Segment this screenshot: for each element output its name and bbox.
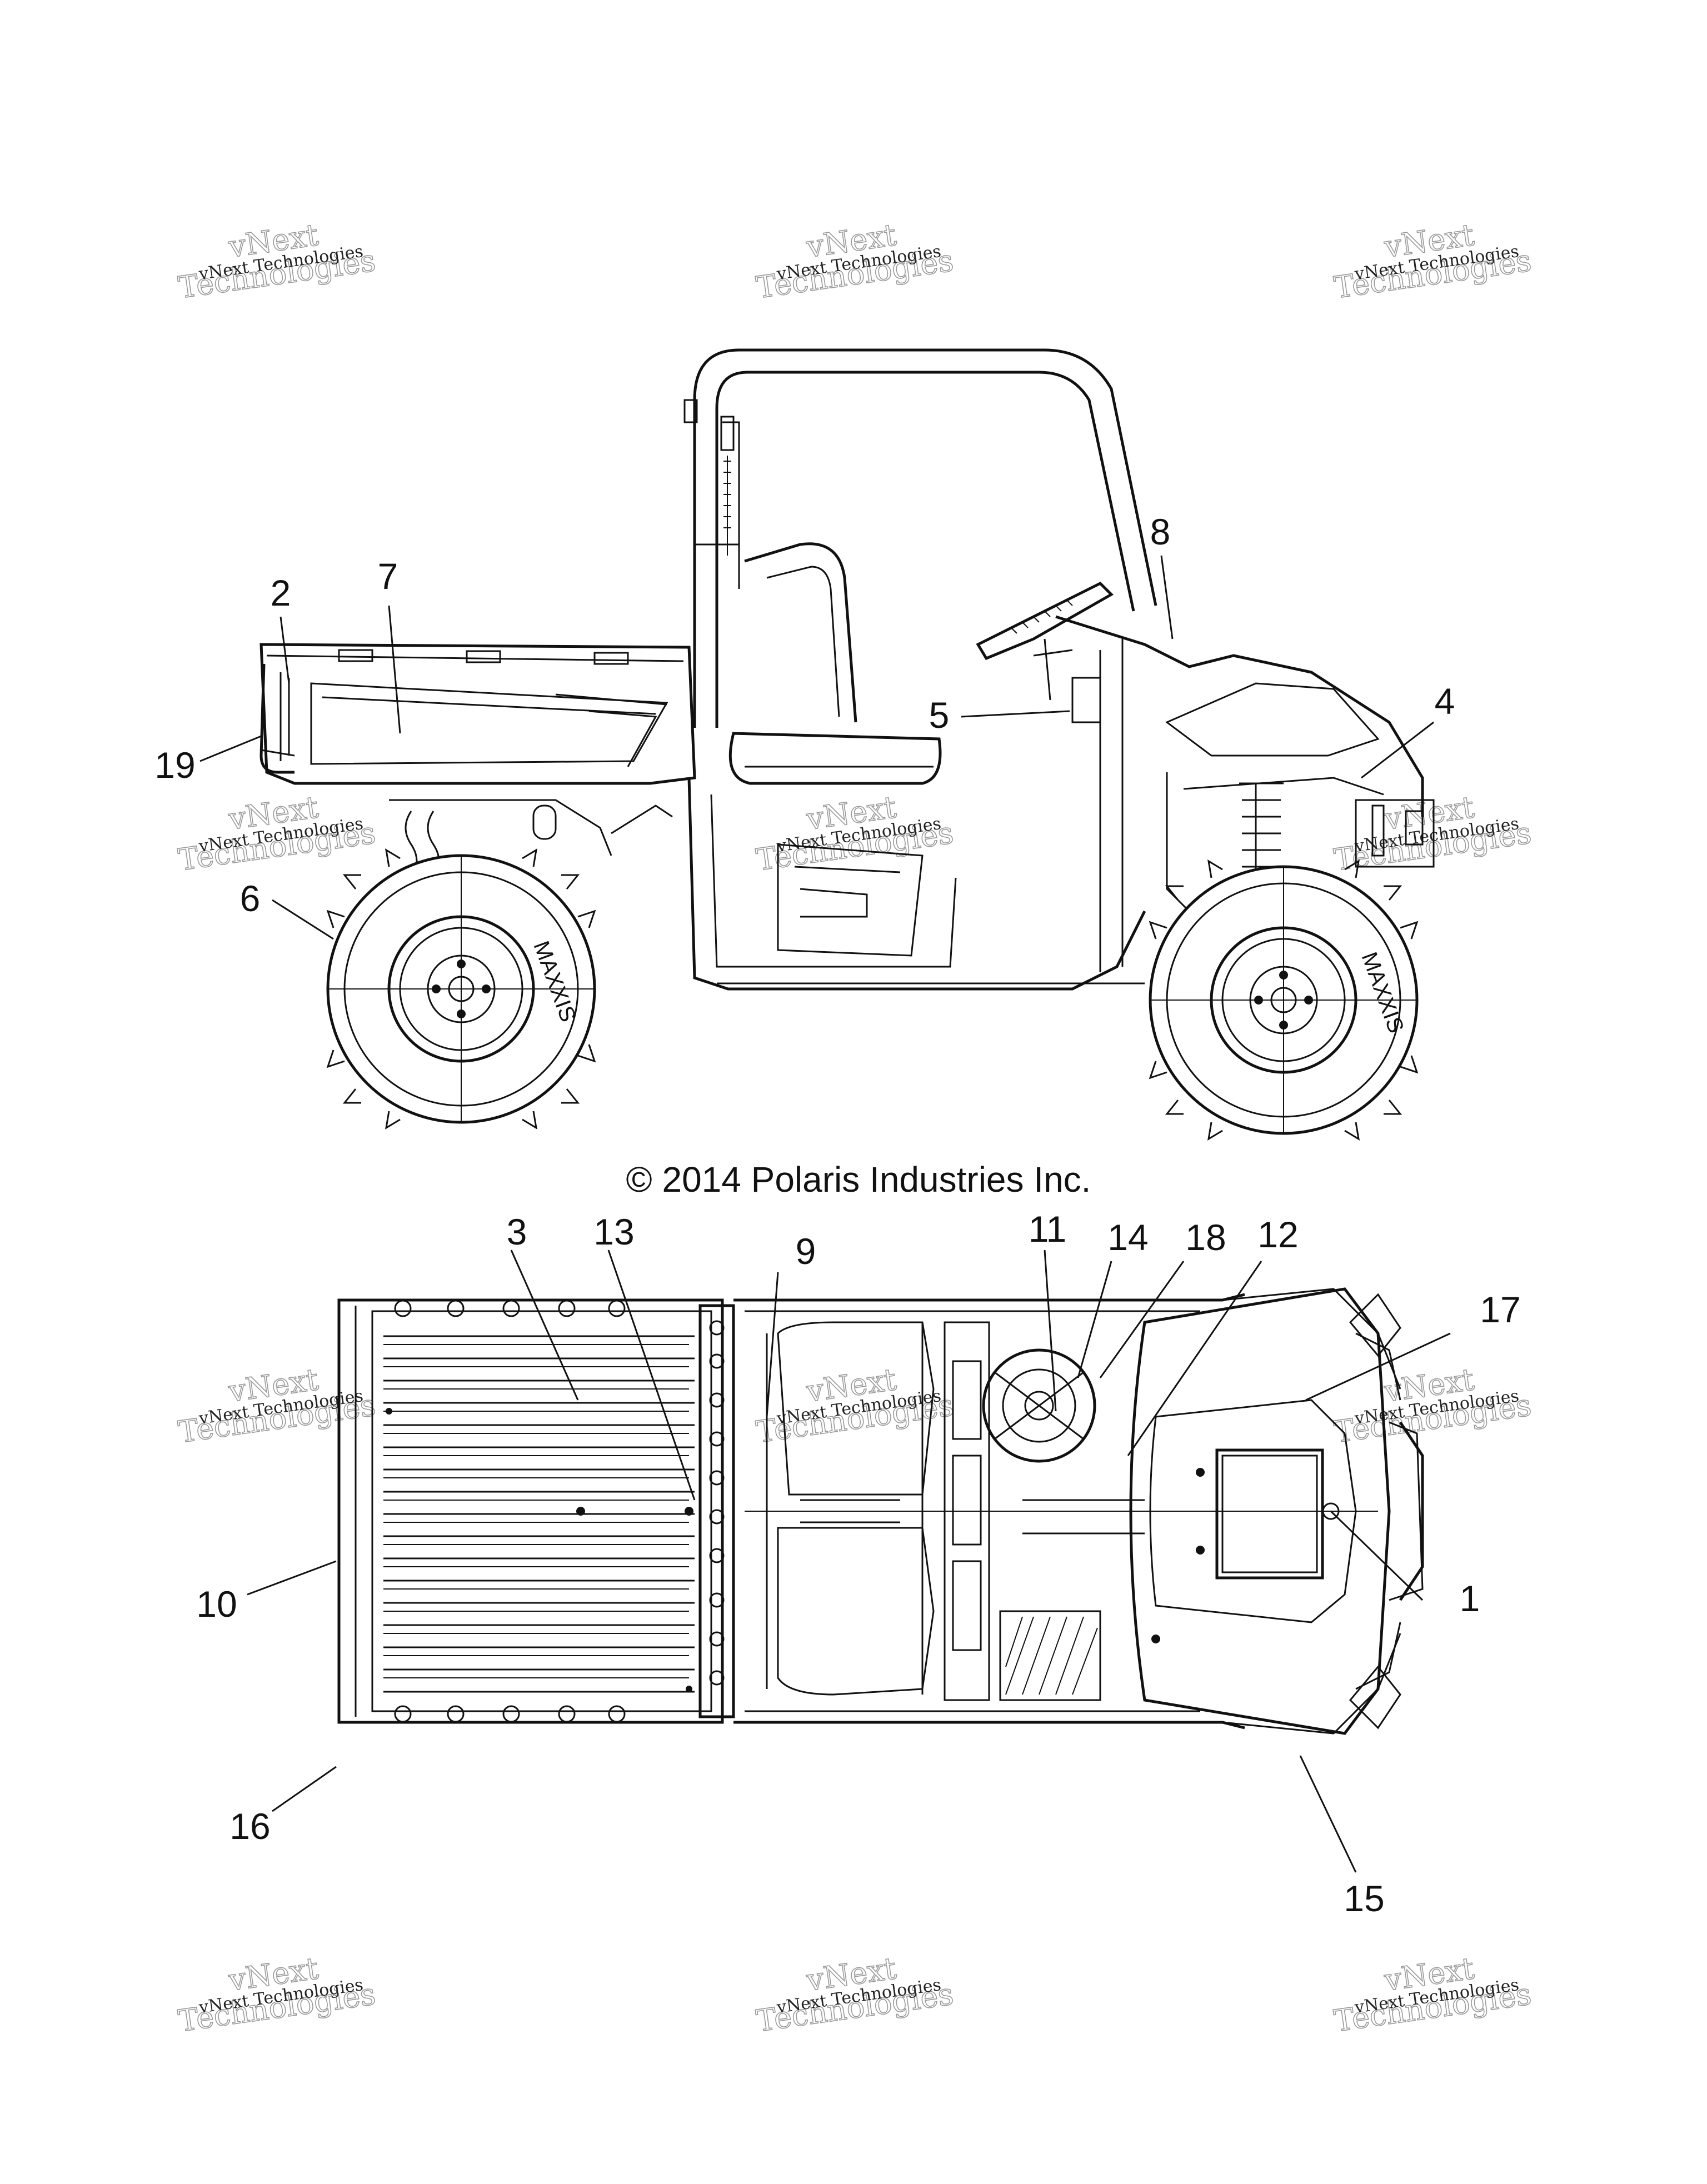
watermark: vNext Technologies vNext Technologies (753, 217, 956, 306)
callout-11: 11 (1029, 1208, 1067, 1250)
callout-10: 10 (196, 1583, 237, 1625)
callout-12: 12 (1257, 1214, 1298, 1255)
watermark: vNext Technologies vNext Technologies (176, 1950, 378, 2039)
bed-front-rail (698, 1304, 735, 1718)
callout-9: 9 (796, 1231, 816, 1272)
copyright-text: © 2014 Polaris Industries Inc. (626, 1160, 1091, 1200)
watermark: vNext Technologies vNext Technologies (753, 789, 956, 878)
callout-13: 13 (593, 1211, 634, 1252)
callout-16: 16 (229, 1806, 270, 1847)
side-leaders (199, 555, 1434, 940)
callout-6: 6 (240, 878, 261, 919)
callout-4: 4 (1435, 681, 1455, 722)
seat (728, 542, 942, 785)
rear-wheel: MAXXIS (326, 848, 596, 1130)
side-view: MAXXIS MAXXIS (199, 348, 1435, 1141)
rear-suspension (389, 799, 673, 878)
callout-3: 3 (507, 1211, 527, 1252)
watermark: vNext Technologies vNext Technologies (176, 789, 378, 878)
cargo-box (259, 643, 696, 785)
callout-18: 18 (1185, 1217, 1226, 1258)
callout-2: 2 (271, 572, 291, 613)
top-view (247, 1250, 1451, 1873)
front-wheel: MAXXIS (1149, 859, 1419, 1141)
roll-cage (683, 348, 1157, 728)
watermark: vNext Technologies vNext Technologies (1331, 1361, 1534, 1450)
watermark: vNext Technologies vNext Technologies (1331, 217, 1534, 306)
callout-7: 7 (378, 556, 398, 597)
top-leaders (247, 1250, 1451, 1873)
watermark: vNext Technologies vNext Technologies (176, 217, 378, 306)
watermark: vNext Technologies vNext Technologies (753, 1950, 956, 2039)
cargo-bed (337, 1298, 735, 1724)
steering-wheel (976, 581, 1114, 701)
callout-17: 17 (1480, 1289, 1520, 1330)
callout-5: 5 (929, 694, 950, 736)
callout-14: 14 (1107, 1217, 1148, 1258)
side-view-callouts: 2 7 19 6 8 5 4 (154, 511, 1455, 919)
body-panels (687, 615, 1435, 991)
bed-tie-downs (386, 1300, 693, 1723)
bed-slats (383, 1335, 695, 1693)
top-view-callouts: 3 13 9 11 14 18 12 17 1 10 16 15 (196, 1208, 1520, 1919)
watermark: vNext Technologies vNext Technologies (176, 1361, 378, 1450)
callout-8: 8 (1150, 511, 1171, 552)
watermark: vNext Technologies vNext Technologies (1331, 1950, 1534, 2039)
callout-19: 19 (154, 744, 195, 786)
callout-1: 1 (1460, 1578, 1480, 1619)
callout-15: 15 (1344, 1878, 1384, 1919)
